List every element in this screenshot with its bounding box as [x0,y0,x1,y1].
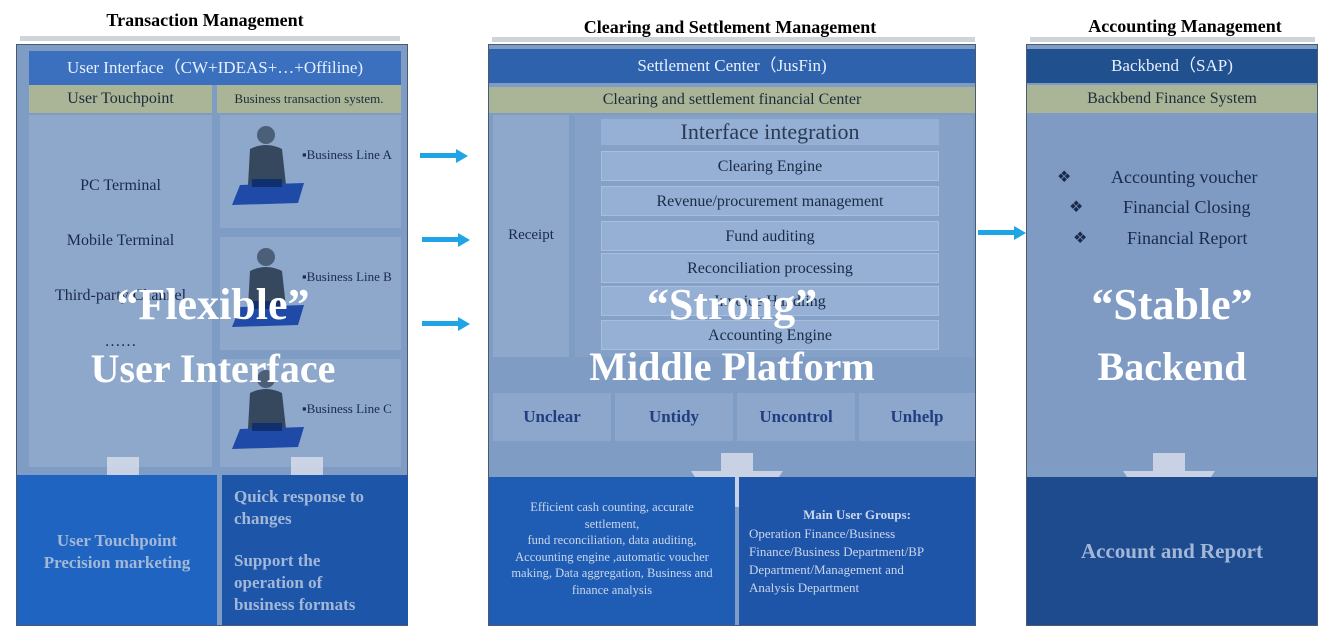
business-system-header: Business transaction system. [217,85,401,113]
transaction-title: Transaction Management [106,10,304,30]
capabilities-line: fund reconciliation, data auditing, [527,533,697,547]
business-line-card: ▪Business Line B [220,237,401,350]
uncontrol-box: Uncontrol [737,393,855,441]
business-line-a: ▪Business Line A [302,147,392,162]
capabilities-line: finance analysis [571,582,653,597]
business-line-card: ▪Business Line A [220,115,401,228]
strong-overlay-subtitle: Middle Platform [589,344,875,389]
user-groups-line: Finance/Business Department/BP [749,544,925,559]
bottom-right-line5: business formats [234,595,356,614]
capabilities-text: Efficient cash counting, accurate settle… [489,499,735,598]
accounting-panel: Backbend（SAP) Backbend Finance System ❖ … [1026,44,1318,626]
user-groups-line: Operation Finance/Business [749,526,896,541]
receipt-box: Receipt [493,115,569,357]
flow-arrow [422,321,458,326]
touchpoint-header: User Touchpoint [29,85,212,113]
arrow-head-icon [1014,226,1026,240]
terminal-mobile: Mobile Terminal [66,232,175,249]
terminal-pc: PC Terminal [80,177,161,194]
diamond-bullet-icon: ❖ [1073,230,1088,247]
business-bottom-box: Quick response to changes Support the op… [222,475,408,625]
business-line-c: ▪Business Line C [302,401,392,416]
flow-arrow [978,230,1014,235]
revenue-procurement-item: Revenue/procurement management [601,186,939,216]
touchpoint-area: PC Terminal Mobile Terminal Third-party … [29,115,212,467]
title-bar [492,37,975,42]
bottom-left-line1: User Touchpoint [56,531,178,550]
accounting-items-area: ❖ Accounting voucher ❖ Financial Closing… [1027,115,1317,465]
flow-arrow [422,237,458,242]
accounting-title: Accounting Management [1088,16,1282,36]
user-groups-box: Main User Groups: Operation Finance/Busi… [739,477,975,625]
title-bar [20,36,400,41]
touchpoint-bottom-box: User Touchpoint Precision marketing [17,475,217,625]
invoice-handling-item: Invoice Handling [601,286,939,316]
capabilities-line: settlement, [584,516,640,531]
arrow-head-icon [458,317,470,331]
worker-icon [232,370,304,449]
business-line-card: ▪Business Line C [220,359,401,467]
bottom-left-line2: Precision marketing [43,553,191,572]
bottom-right-line4: operation of [234,573,323,592]
strong-overlay-title: “Strong” [646,280,818,329]
worker-icon [232,126,304,205]
accounting-engine-item: Accounting Engine [601,320,939,350]
capabilities-line: Accounting engine ,automatic voucher [515,549,709,564]
capabilities-line: making, Data aggregation, Business and [511,566,713,580]
fund-auditing-item: Fund auditing [601,221,939,251]
settlement-center-header: Settlement Center（JusFin) [489,49,975,83]
bottom-right-line1: Quick response to [234,487,365,506]
bottom-right-line2: changes [234,509,292,528]
business-line-b: ▪Business Line B [302,269,392,284]
diamond-bullet-icon: ❖ [1069,199,1084,216]
user-groups-text: Operation Finance/Business Finance/Busin… [749,525,924,597]
clearing-engine-item: Clearing Engine [601,151,939,181]
clearing-title: Clearing and Settlement Management [583,17,877,37]
capabilities-box: Efficient cash counting, accurate settle… [489,477,735,625]
diamond-bullet-icon: ❖ [1057,169,1072,186]
clearing-panel: Settlement Center（JusFin) Clearing and s… [488,44,976,626]
arrow-head-icon [458,233,470,247]
flow-arrow [420,153,456,158]
transaction-panel: User Interface（CW+IDEAS+…+Offiline) User… [16,44,408,626]
user-groups-line: Analysis Department [749,580,860,595]
arrow-head-icon [456,149,468,163]
title-bar [1030,37,1315,42]
terminal-third-party: Third-party Channel [54,287,187,304]
unclear-box: Unclear [493,393,611,441]
bottom-right-line3: Support the [234,551,321,570]
capabilities-line: Efficient cash counting, accurate [530,500,694,514]
account-report-box: Account and Report [1027,477,1317,625]
flexible-overlay-title: “Flexible” [116,280,310,329]
accounting-voucher-item: Accounting voucher [1111,167,1258,187]
reconciliation-item: Reconciliation processing [601,253,939,283]
settlement-financial-center-header: Clearing and settlement financial Center [489,87,975,113]
ui-header: User Interface（CW+IDEAS+…+Offiline) [29,51,401,85]
untidy-box: Untidy [615,393,733,441]
account-report-label: Account and Report [1081,539,1263,563]
terminal-more: …… [104,333,137,350]
financial-closing-item: Financial Closing [1123,197,1251,217]
financial-report-item: Financial Report [1127,228,1248,248]
interface-integration-title: Interface integration [601,119,939,145]
worker-icon [232,248,304,327]
integration-area: Interface integration Clearing Engine Re… [575,115,973,357]
user-groups-line: Department/Management and [749,562,904,577]
backbend-header: Backbend（SAP) [1027,49,1317,83]
stable-overlay-subtitle: Backend [1097,344,1247,389]
flexible-overlay-subtitle: User Interface [90,346,336,391]
receipt-label: Receipt [508,227,554,243]
backbend-finance-header: Backbend Finance System [1027,85,1317,113]
stable-overlay-title: “Stable” [1091,280,1253,329]
unhelp-box: Unhelp [859,393,975,441]
user-groups-title: Main User Groups: [803,507,911,522]
